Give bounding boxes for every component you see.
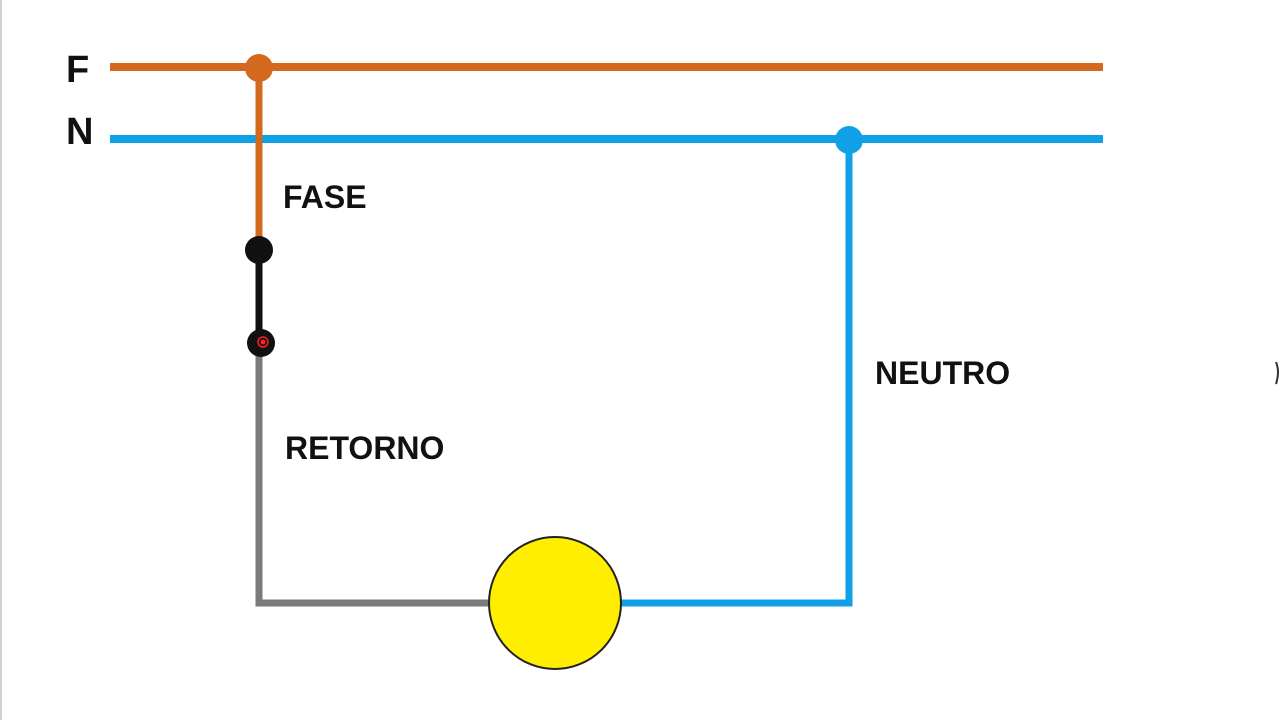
fase-label: FASE (283, 179, 367, 215)
neutro-wire (620, 139, 853, 607)
retorno-wire (255, 343, 490, 607)
retorno-label: RETORNO (285, 430, 444, 466)
phase-line-label: F (66, 49, 89, 91)
lamp-icon (488, 536, 622, 670)
neutro-label: NEUTRO (875, 355, 1010, 391)
edge-mark (1275, 361, 1279, 385)
neutral-line-label: N (66, 111, 93, 153)
switch-icon (245, 236, 273, 264)
switch-contact-indicator (247, 329, 275, 357)
neutral-junction-node (835, 126, 863, 154)
phase-junction-node (245, 54, 273, 82)
